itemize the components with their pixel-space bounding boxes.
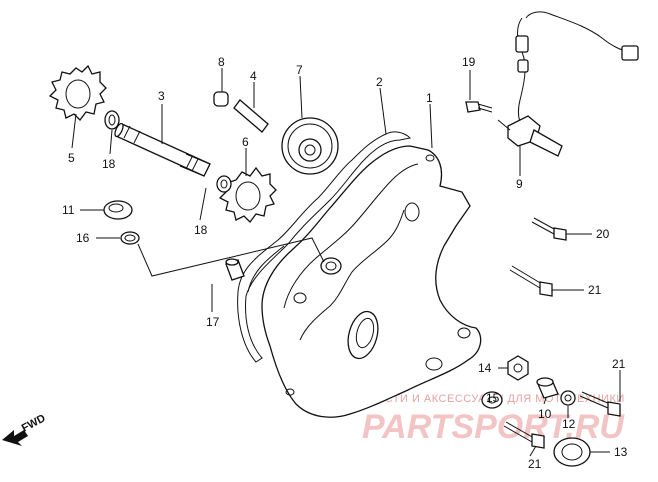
pin [233, 99, 269, 133]
gasket [237, 131, 412, 363]
part-label-5: 5 [68, 151, 75, 165]
bolt-21-right [579, 391, 621, 417]
reference-line [137, 237, 325, 277]
leader-lines [71, 68, 621, 457]
part-label-6: 6 [242, 135, 249, 149]
gasket-inner-edge [247, 245, 285, 293]
part-label-4: 4 [250, 69, 257, 83]
dowel-pin [225, 258, 245, 281]
part-label-16: 16 [76, 231, 90, 245]
part-label-1: 1 [426, 91, 433, 105]
bolt-21-lower [503, 421, 545, 449]
washer-12 [560, 390, 576, 406]
part-label-18: 18 [102, 157, 116, 171]
part-label-17: 17 [206, 315, 220, 329]
part-label-12: 12 [562, 417, 576, 431]
fwd-label: FWD [20, 412, 48, 434]
part-label-14: 14 [478, 361, 492, 375]
part-labels: 5 18 3 8 4 7 2 1 6 18 11 16 17 19 9 20 2… [62, 55, 628, 471]
part-label-7: 7 [296, 63, 303, 77]
kick-starter-spindle [114, 122, 211, 177]
washer-2 [216, 175, 232, 193]
part-label-20: 20 [596, 227, 610, 241]
crankcase-cover [261, 145, 482, 418]
part-label-10: 10 [538, 407, 552, 421]
part-label-15: 15 [486, 391, 500, 405]
part-label-8: 8 [218, 55, 225, 69]
cap [103, 200, 133, 220]
bolt-20 [531, 217, 567, 241]
part-label-2: 2 [376, 75, 383, 89]
bush [536, 377, 559, 399]
oil-seal [553, 437, 591, 467]
watermark-brand: PARTSPORT.RU [362, 408, 625, 446]
idle-gear [281, 117, 339, 175]
kick-starter-gear [218, 166, 277, 223]
part-label-21-right: 21 [612, 357, 626, 371]
bolt-small [465, 101, 493, 113]
part-label-21-upper: 21 [588, 283, 602, 297]
part-label-3: 3 [158, 89, 165, 103]
part-label-18-lower: 18 [194, 223, 208, 237]
collar [213, 91, 229, 107]
part-label-19: 19 [462, 55, 476, 69]
starter-gear [48, 64, 107, 121]
washer [104, 110, 120, 130]
part-label-11: 11 [62, 203, 75, 217]
fwd-arrow: FWD [2, 412, 48, 446]
washer-15 [481, 391, 503, 409]
part-label-13: 13 [614, 445, 628, 459]
bolt-21-upper [509, 265, 553, 297]
part-label-9: 9 [516, 177, 523, 191]
nut [507, 355, 529, 381]
part-label-21-lower: 21 [528, 457, 542, 471]
o-ring [120, 231, 140, 245]
sensor-assembly [497, 11, 639, 157]
